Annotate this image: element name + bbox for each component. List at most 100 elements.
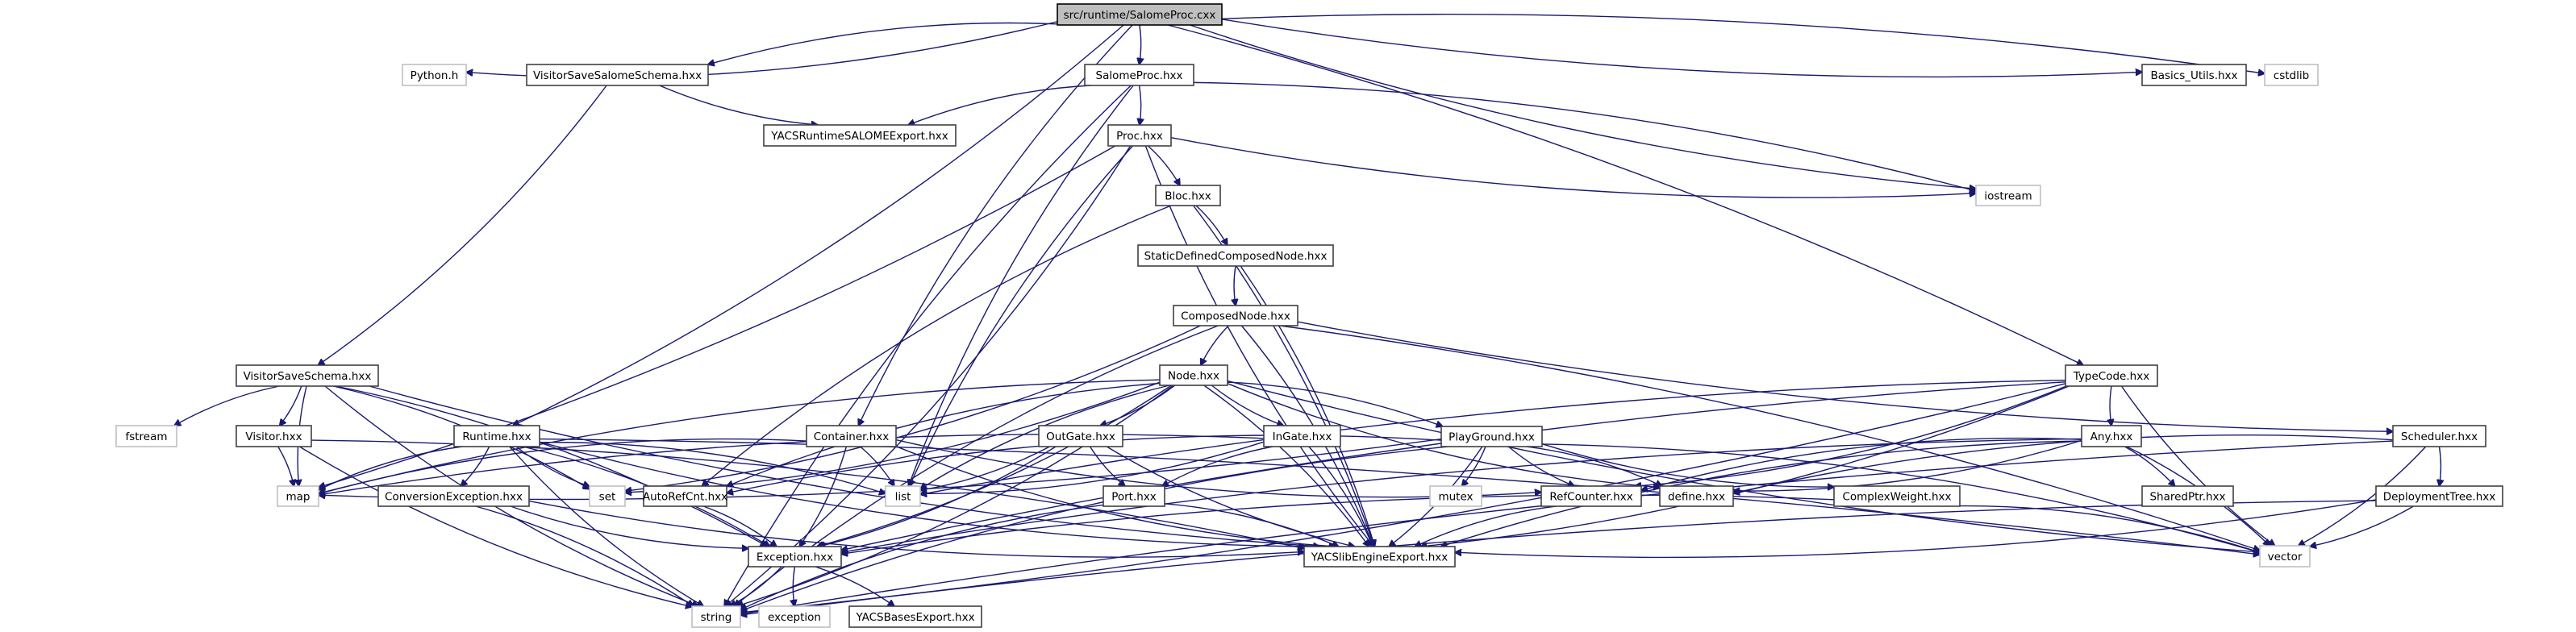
node-box[interactable] [643, 485, 727, 507]
node-vector[interactable]: vector [2259, 545, 2311, 568]
node-box[interactable] [848, 605, 982, 628]
node-box[interactable] [691, 605, 741, 628]
node-box[interactable] [2141, 64, 2247, 86]
node-box[interactable] [1833, 485, 1961, 507]
node-exception[interactable]: exception [758, 605, 831, 628]
node-box[interactable] [526, 64, 709, 86]
node-box[interactable] [2065, 364, 2158, 387]
node-box[interactable] [1057, 3, 1223, 26]
node-deploytree[interactable]: DeploymentTree.hxx [2375, 485, 2503, 507]
node-cstdlib[interactable]: cstdlib [2264, 64, 2319, 86]
node-box[interactable] [402, 64, 467, 86]
node-box[interactable] [236, 364, 379, 387]
node-visitor[interactable]: Visitor.hxx [236, 425, 312, 447]
node-label: ConversionException.hxx [385, 491, 523, 504]
node-basics[interactable]: Basics_Utils.hxx [2141, 64, 2247, 86]
node-composed[interactable]: ComposedNode.hxx [1173, 305, 1298, 326]
node-convexc[interactable]: ConversionException.hxx [377, 485, 530, 507]
node-define[interactable]: define.hxx [1659, 485, 1734, 507]
node-box[interactable] [236, 425, 312, 447]
edges-layer [174, 14, 2441, 615]
edge-sdcn-to-composed [1234, 265, 1236, 306]
node-box[interactable] [2264, 64, 2319, 86]
edge-vss-to-string [324, 385, 698, 606]
node-box[interactable] [2081, 425, 2142, 447]
node-salomeproc[interactable]: SalomeProc.hxx [1084, 64, 1194, 86]
node-yacsrtexp[interactable]: YACSRuntimeSALOMEExport.hxx [763, 124, 957, 147]
node-sharedptr[interactable]: SharedPtr.hxx [2141, 485, 2234, 507]
node-box[interactable] [2375, 485, 2503, 507]
node-box[interactable] [2392, 425, 2486, 447]
node-label: define.hxx [1668, 491, 1725, 504]
node-box[interactable] [453, 425, 540, 447]
node-box[interactable] [1173, 305, 1298, 326]
node-box[interactable] [1263, 425, 1341, 447]
node-yacslibexp[interactable]: YACSlibEngineExport.hxx [1303, 546, 1456, 568]
node-runtime[interactable]: Runtime.hxx [453, 425, 540, 447]
node-complexw[interactable]: ComplexWeight.hxx [1833, 485, 1961, 507]
node-box[interactable] [277, 485, 319, 507]
edge-scheduler-to-define [1733, 434, 2394, 493]
node-box[interactable] [115, 425, 177, 447]
node-outgate[interactable]: OutGate.hxx [1038, 425, 1123, 447]
node-refcounter[interactable]: RefCounter.hxx [1540, 485, 1642, 507]
node-box[interactable] [1975, 185, 2041, 206]
node-box[interactable] [1429, 485, 1482, 507]
node-box[interactable] [748, 546, 842, 568]
node-vss[interactable]: VisitorSaveSchema.hxx [236, 364, 379, 387]
node-map[interactable]: map [277, 485, 319, 507]
node-label: map [286, 491, 311, 504]
node-mutex[interactable]: mutex [1429, 485, 1482, 507]
edge-node-to-outgate [1100, 385, 1176, 426]
edge-any-to-refcounter [1641, 437, 2082, 491]
node-set[interactable]: set [589, 485, 626, 507]
node-exception_h[interactable]: Exception.hxx [748, 546, 842, 568]
node-bloc[interactable]: Bloc.hxx [1155, 185, 1221, 206]
node-box[interactable] [1155, 185, 1221, 206]
node-scheduler[interactable]: Scheduler.hxx [2392, 425, 2486, 447]
node-box[interactable] [2259, 545, 2311, 568]
edge-proc-to-iostream [1170, 137, 1976, 198]
node-box[interactable] [1107, 124, 1172, 147]
node-box[interactable] [1303, 546, 1456, 568]
node-list[interactable]: list [885, 485, 921, 507]
node-box[interactable] [1137, 244, 1334, 267]
node-box[interactable] [1659, 485, 1734, 507]
node-box[interactable] [1038, 425, 1123, 447]
node-box[interactable] [1540, 485, 1642, 507]
node-vssalome[interactable]: VisitorSaveSalomeSchema.hxx [526, 64, 709, 86]
node-box[interactable] [1103, 485, 1165, 507]
node-box[interactable] [1084, 64, 1194, 86]
node-root[interactable]: src/runtime/SalomeProc.cxx [1057, 3, 1223, 26]
node-box[interactable] [763, 124, 957, 147]
node-iostream[interactable]: iostream [1975, 185, 2041, 206]
node-box[interactable] [1159, 364, 1228, 386]
node-box[interactable] [377, 485, 530, 507]
node-playground[interactable]: PlayGround.hxx [1440, 426, 1543, 447]
node-sdcn[interactable]: StaticDefinedComposedNode.hxx [1137, 244, 1334, 267]
node-box[interactable] [2141, 485, 2234, 507]
node-autorefcnt[interactable]: AutoRefCnt.hxx [643, 485, 727, 507]
node-yacsbasesexp[interactable]: YACSBasesExport.hxx [848, 605, 982, 628]
edge-outgate-to-yacslibexp [1106, 446, 1354, 547]
edge-playground-to-define [1526, 446, 1661, 486]
node-box[interactable] [758, 605, 831, 628]
node-ingate[interactable]: InGate.hxx [1263, 425, 1341, 447]
node-string[interactable]: string [691, 605, 741, 628]
edge-deploytree-to-yacslibexp [1455, 499, 2377, 559]
node-container[interactable]: Container.hxx [806, 425, 897, 447]
node-any[interactable]: Any.hxx [2081, 425, 2142, 447]
edge-ingate-to-map [319, 434, 1265, 495]
node-box[interactable] [885, 485, 921, 507]
node-proc[interactable]: Proc.hxx [1107, 124, 1172, 147]
node-fstream[interactable]: fstream [115, 425, 177, 447]
node-box[interactable] [1440, 426, 1543, 447]
node-typecode[interactable]: TypeCode.hxx [2065, 364, 2158, 387]
node-node[interactable]: Node.hxx [1159, 364, 1228, 386]
edge-node-to-yacslibexp [1203, 385, 1369, 547]
node-box[interactable] [806, 425, 897, 447]
node-python[interactable]: Python.h [402, 64, 467, 86]
node-box[interactable] [589, 485, 626, 507]
node-port[interactable]: Port.hxx [1103, 485, 1165, 507]
